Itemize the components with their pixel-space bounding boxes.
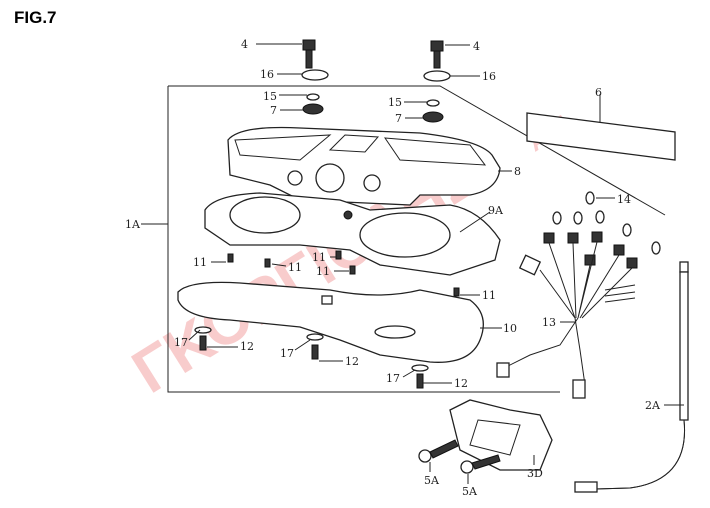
wire-harness-13[interactable] bbox=[496, 241, 636, 399]
callout-11-d: 11 bbox=[316, 265, 330, 278]
callout-11-e: 11 bbox=[482, 289, 496, 302]
callout-6: 6 bbox=[595, 86, 602, 99]
screw-11-e[interactable] bbox=[453, 287, 460, 297]
label-plate-6[interactable] bbox=[526, 112, 676, 161]
figure-title: FIG.7 bbox=[14, 8, 57, 27]
collar-15-right[interactable] bbox=[426, 99, 440, 107]
callout-7-left: 7 bbox=[270, 104, 277, 117]
callout-13: 13 bbox=[542, 316, 556, 329]
callout-17-b: 17 bbox=[280, 347, 294, 360]
callout-15-right: 15 bbox=[388, 96, 402, 109]
grommet-7-left[interactable] bbox=[302, 103, 324, 115]
screw-12-b[interactable] bbox=[311, 344, 319, 360]
upper-cover-8[interactable] bbox=[227, 126, 501, 206]
callout-14: 14 bbox=[617, 193, 631, 206]
bolt-4-left[interactable] bbox=[302, 39, 316, 69]
screw-11-b[interactable] bbox=[264, 258, 271, 268]
callout-7-right: 7 bbox=[395, 112, 402, 125]
assembly-outline bbox=[167, 85, 666, 393]
callout-15-left: 15 bbox=[263, 90, 277, 103]
callout-17-c: 17 bbox=[386, 372, 400, 385]
screw-11-a[interactable] bbox=[227, 253, 234, 263]
collar-15-left[interactable] bbox=[306, 93, 320, 101]
washer-16-right[interactable] bbox=[423, 70, 451, 82]
grommet-7-right[interactable] bbox=[422, 111, 444, 123]
screw-12-a[interactable] bbox=[199, 335, 207, 351]
callout-5A-a: 5A bbox=[424, 474, 440, 487]
callout-12-b: 12 bbox=[345, 355, 359, 368]
callout-10: 10 bbox=[503, 322, 517, 335]
callout-4-right: 4 bbox=[473, 40, 480, 53]
washer-17-b[interactable] bbox=[306, 333, 324, 341]
callout-11-b: 11 bbox=[288, 261, 302, 274]
washer-17-c[interactable] bbox=[411, 364, 429, 372]
speedometer-cable-2A[interactable] bbox=[574, 261, 689, 493]
callout-12-c: 12 bbox=[454, 377, 468, 390]
bolt-5A-a[interactable] bbox=[418, 439, 459, 463]
bolt-4-right[interactable] bbox=[430, 40, 444, 69]
callout-16-right: 16 bbox=[482, 70, 496, 83]
callout-3D: 3D bbox=[527, 467, 543, 480]
bolt-5A-b[interactable] bbox=[460, 454, 501, 474]
callout-1A: 1A bbox=[125, 218, 141, 231]
bracket-3D[interactable] bbox=[449, 399, 553, 471]
washer-16-left[interactable] bbox=[301, 69, 329, 81]
callout-16-left: 16 bbox=[260, 68, 274, 81]
callout-9A: 9A bbox=[488, 204, 504, 217]
callout-8: 8 bbox=[514, 165, 521, 178]
meter-unit-9A[interactable] bbox=[204, 192, 501, 276]
screw-11-d[interactable] bbox=[349, 265, 356, 275]
callout-11-c: 11 bbox=[312, 251, 326, 264]
callout-4-left: 4 bbox=[241, 38, 248, 51]
callout-2A: 2A bbox=[645, 399, 661, 412]
screw-11-c[interactable] bbox=[335, 250, 342, 260]
callout-17-a: 17 bbox=[174, 336, 188, 349]
screw-12-c[interactable] bbox=[416, 373, 424, 389]
bulbs-14[interactable] bbox=[543, 191, 661, 269]
callout-5A-b: 5A bbox=[462, 485, 478, 498]
lower-case-10[interactable] bbox=[177, 281, 484, 363]
callout-11-a: 11 bbox=[193, 256, 207, 269]
callout-12-a: 12 bbox=[240, 340, 254, 353]
